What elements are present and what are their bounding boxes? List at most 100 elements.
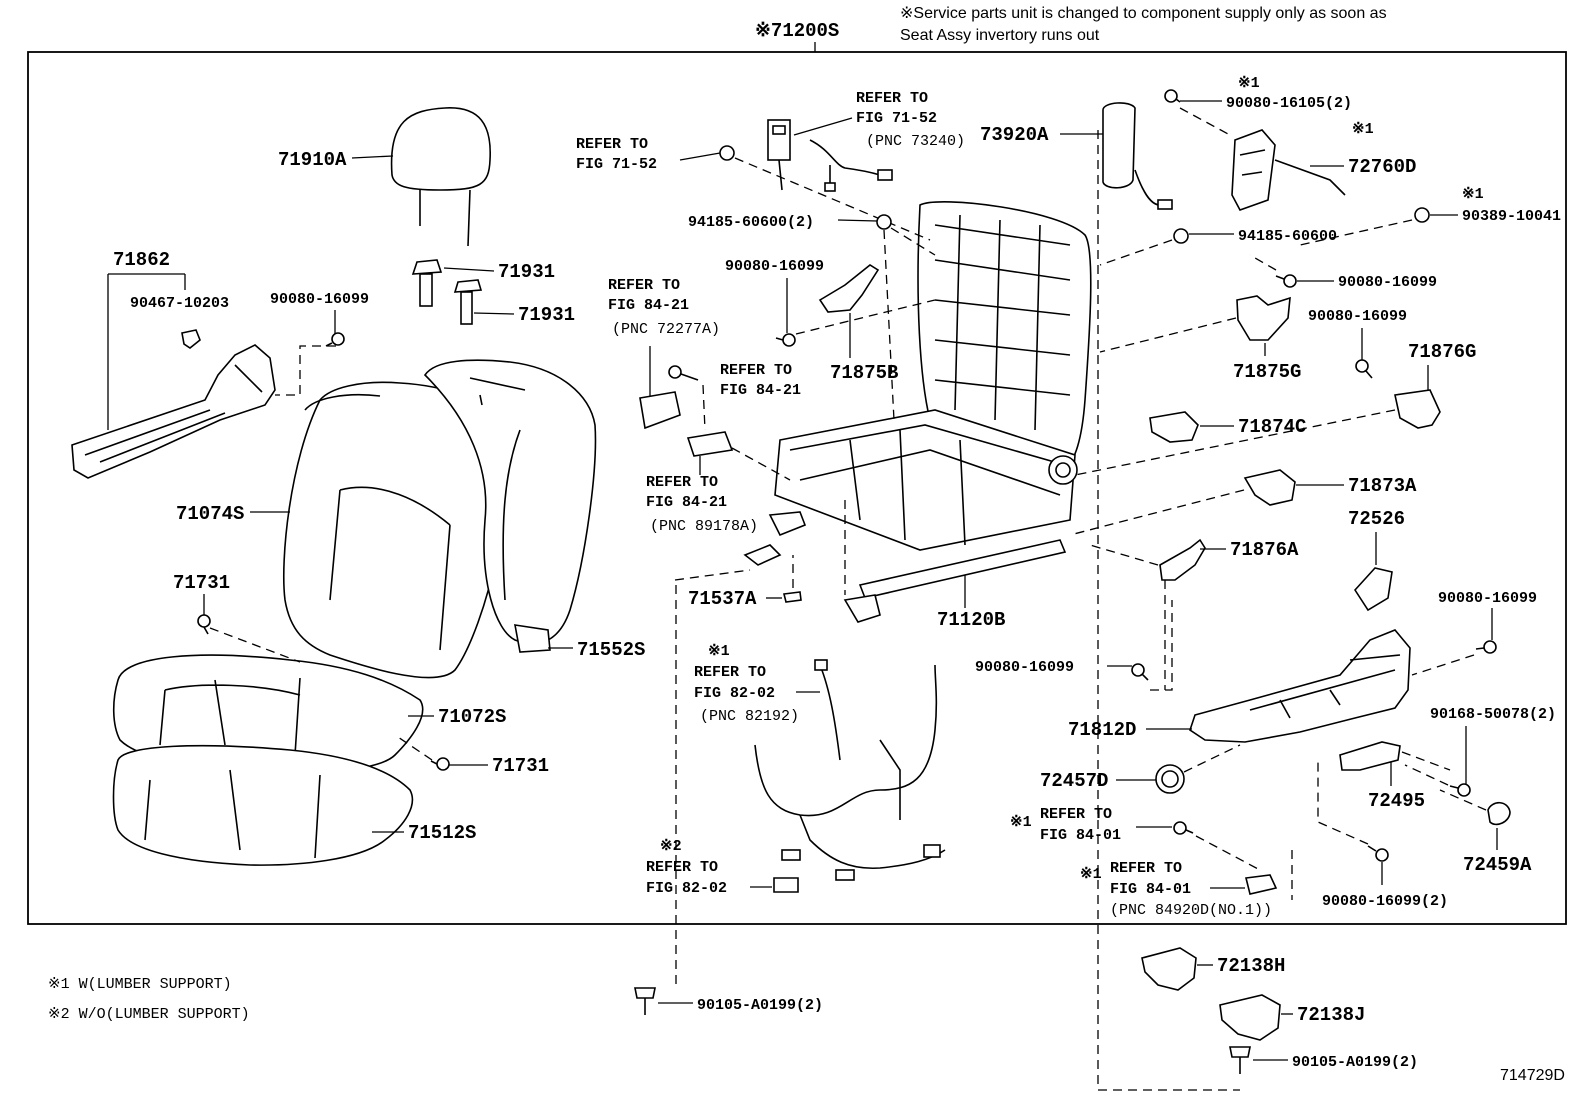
ref-fig-82-02-a-line1[interactable]: REFER TO — [694, 664, 766, 681]
part-90105-A0199-left[interactable]: 90105-A0199(2) — [697, 997, 823, 1014]
bracket-71873A-part[interactable] — [1243, 469, 1296, 506]
part-71931-lower[interactable]: 71931 — [518, 304, 575, 326]
ref-fig-71-52-a-line2[interactable]: FIG 71-52 — [856, 110, 937, 127]
bracket-71875B-part[interactable] — [818, 264, 880, 313]
part-72526[interactable]: 72526 — [1348, 508, 1405, 530]
headrest-part[interactable] — [390, 107, 491, 247]
side-shield-71812D-part[interactable] — [1189, 629, 1411, 743]
nut-icon — [1414, 207, 1430, 223]
bracket-71874C-part[interactable] — [1149, 411, 1199, 443]
bracket-72138J-part[interactable] — [1219, 994, 1281, 1041]
part-72457D[interactable]: 72457D — [1040, 770, 1108, 792]
cover-72526-part[interactable] — [1353, 567, 1393, 612]
seatback-cover-part[interactable] — [283, 381, 507, 679]
part-90080-16105-2[interactable]: 90080-16105(2) — [1226, 95, 1352, 112]
part-71812D[interactable]: 71812D — [1068, 719, 1136, 741]
screw-icon — [1164, 89, 1181, 103]
bracket-71876G-part[interactable] — [1394, 389, 1441, 429]
ref-fig-84-21-b-line1[interactable]: REFER TO — [720, 362, 792, 379]
mark-90080-16105: ※1 — [1238, 75, 1260, 92]
ref-fig-84-21-c-line2[interactable]: FIG 84-21 — [646, 494, 727, 511]
ref-fig-82-02-a-line2[interactable]: FIG 82-02 — [694, 685, 775, 702]
ref-fig-84-21-a-line2[interactable]: FIG 84-21 — [608, 297, 689, 314]
part-71072S[interactable]: 71072S — [438, 706, 506, 728]
part-71874C[interactable]: 71874C — [1238, 416, 1306, 438]
ref-fig-84-21-c-line1[interactable]: REFER TO — [646, 474, 718, 491]
knob-72457D-part[interactable] — [1155, 764, 1185, 794]
part-72495[interactable]: 72495 — [1368, 790, 1425, 812]
ref-fig-84-21-b-line2[interactable]: FIG 84-21 — [720, 382, 801, 399]
seat-cushion-pad-part[interactable] — [112, 744, 414, 866]
part-71731-upper[interactable]: 71731 — [173, 572, 230, 594]
part-94185-60600-2[interactable]: 94185-60600(2) — [688, 214, 814, 231]
ref-fig-71-52-a-line3: (PNC 73240) — [866, 133, 965, 150]
clip-icon — [430, 757, 450, 771]
ref-fig-84-21-a-line1[interactable]: REFER TO — [608, 277, 680, 294]
part-90080-16099-2[interactable]: 90080-16099(2) — [1322, 893, 1448, 910]
seat-frame-part[interactable] — [743, 201, 1092, 623]
part-94185-60600[interactable]: 94185-60600 — [1238, 228, 1337, 245]
part-90168-50078-2[interactable]: 90168-50078(2) — [1430, 706, 1556, 723]
part-71873A[interactable]: 71873A — [1348, 475, 1417, 497]
ref-fig-84-01-a-line2[interactable]: FIG 84-01 — [1040, 827, 1121, 844]
lumbar-pad-part[interactable] — [1102, 102, 1173, 210]
part-90467-10203[interactable]: 90467-10203 — [130, 295, 229, 312]
part-71875G[interactable]: 71875G — [1233, 361, 1301, 383]
legend-line1: ※1 W(LUMBER SUPPORT) — [48, 976, 232, 993]
ref-fig-82-02-b-line2[interactable]: FIG 82-02 — [646, 880, 727, 897]
part-71074S[interactable]: 71074S — [176, 503, 244, 525]
bolt-icon — [1229, 1046, 1251, 1074]
part-90389-10041[interactable]: 90389-10041 — [1462, 208, 1561, 225]
nut-icon — [1173, 228, 1189, 244]
part-90080-16099-right-b[interactable]: 90080-16099 — [1308, 308, 1407, 325]
part-90080-16099-right-c[interactable]: 90080-16099 — [1438, 590, 1537, 607]
part-72138H[interactable]: 72138H — [1217, 955, 1285, 977]
part-71731-lower[interactable]: 71731 — [492, 755, 549, 777]
ref-fig-84-01-b-line2[interactable]: FIG 84-01 — [1110, 881, 1191, 898]
part-90105-A0199-right[interactable]: 90105-A0199(2) — [1292, 1054, 1418, 1071]
headrest-support-part[interactable] — [411, 259, 483, 325]
ref-fig-71-52-b-line2[interactable]: FIG 71-52 — [576, 156, 657, 173]
ref-fig-84-01-b-line1[interactable]: REFER TO — [1110, 860, 1182, 877]
part-71537A[interactable]: 71537A — [688, 588, 757, 610]
part-71910A[interactable]: 71910A — [278, 149, 347, 171]
seatbelt-buckle-part[interactable] — [767, 119, 893, 192]
seatback-pad-part[interactable] — [423, 359, 597, 653]
side-shield-part[interactable] — [71, 329, 276, 479]
part-73920A[interactable]: 73920A — [980, 124, 1049, 146]
ref-fig-71-52-b-line1[interactable]: REFER TO — [576, 136, 648, 153]
part-72138J[interactable]: 72138J — [1297, 1004, 1365, 1026]
bolt-icon — [634, 987, 656, 1015]
ref-fig-84-01-a-line1[interactable]: REFER TO — [1040, 806, 1112, 823]
part-71875B[interactable]: 71875B — [830, 362, 898, 384]
part-90080-16099-left[interactable]: 90080-16099 — [270, 291, 369, 308]
ref-fig-84-01-b-mark: ※1 — [1080, 866, 1102, 883]
part-71876G[interactable]: 71876G — [1408, 341, 1476, 363]
lever-72495-part[interactable] — [1339, 741, 1401, 771]
ref-fig-84-21-c-line3: (PNC 89178A) — [650, 518, 758, 535]
part-71931-upper[interactable]: 71931 — [498, 261, 555, 283]
bracket-72138H-part[interactable] — [1141, 947, 1197, 991]
wire-harness-part[interactable] — [754, 659, 946, 881]
seat-cushion-cover-part[interactable] — [112, 654, 424, 774]
bracket-71875G-part[interactable] — [1236, 295, 1291, 341]
part-90080-16099-center[interactable]: 90080-16099 — [725, 258, 824, 275]
part-90080-16099-right-a[interactable]: 90080-16099 — [1338, 274, 1437, 291]
part-71876A[interactable]: 71876A — [1230, 539, 1299, 561]
part-72459A[interactable]: 72459A — [1463, 854, 1532, 876]
part-71862[interactable]: 71862 — [113, 249, 170, 271]
part-72760D[interactable]: 72760D — [1348, 156, 1416, 178]
part-71120B[interactable]: 71120B — [937, 609, 1005, 631]
ref-fig-82-02-b-line1[interactable]: REFER TO — [646, 859, 718, 876]
connector-icon — [686, 431, 734, 457]
part-90080-16099-center-right[interactable]: 90080-16099 — [975, 659, 1074, 676]
connector-icon — [1245, 874, 1278, 895]
bracket-71876A-part[interactable] — [1159, 538, 1206, 581]
part-71552S[interactable]: 71552S — [577, 639, 645, 661]
ref-fig-84-01-a-mark: ※1 — [1010, 814, 1032, 831]
cap-72459A-part[interactable] — [1487, 801, 1511, 826]
ref-fig-71-52-a-line1[interactable]: REFER TO — [856, 90, 928, 107]
part-71512S[interactable]: 71512S — [408, 822, 476, 844]
lumbar-mechanism-part[interactable] — [1231, 129, 1346, 211]
